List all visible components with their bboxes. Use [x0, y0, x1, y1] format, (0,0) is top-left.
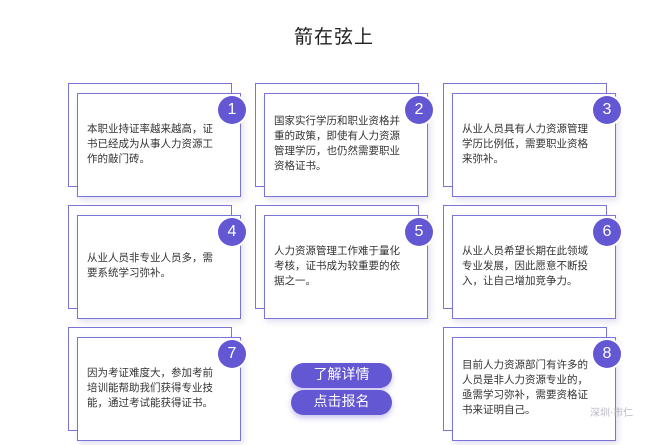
- card-text: 目前人力资源部门有许多的人员是非人力资源专业的，亟需学习弥补，需要资格证书来证明…: [462, 359, 588, 416]
- card-text: 从业人员具有人力资源管理学历比例低，需要职业资格来弥补。: [462, 122, 588, 165]
- watermark: 深圳·市仁: [590, 408, 634, 419]
- info-card-5: 人力资源管理工作难于量化考核，证书成为较重要的依据之一。 5: [255, 205, 433, 323]
- number-badge: 4: [218, 218, 246, 246]
- info-card-4: 从业人员非专业人员多，需要系统学习弥补。 4: [68, 205, 246, 323]
- signup-button[interactable]: 点击报名: [291, 390, 392, 415]
- info-card-2: 国家实行学历和职业资格并重的政策，即使有人力资源管理学历，也仍然需要职业资格证书…: [255, 83, 433, 201]
- number-badge: 6: [593, 218, 621, 246]
- card-text: 本职业持证率越来越高，证书已经成为从事人力资源工作的敲门砖。: [87, 122, 213, 165]
- info-card-7: 因为考证难度大，参加考前培训能帮助我们获得专业技能，通过考试能获得证书。 7: [68, 327, 246, 445]
- number-badge: 1: [218, 96, 246, 124]
- info-card-8: 目前人力资源部门有许多的人员是非人力资源专业的，亟需学习弥补，需要资格证书来证明…: [443, 327, 621, 445]
- info-card-6: 从业人员希望长期在此领域专业发展，因此愿意不断投入，让自己增加竞争力。 6: [443, 205, 621, 323]
- page-title: 箭在弦上: [293, 26, 374, 48]
- card-front-frame: [452, 93, 616, 197]
- number-badge: 8: [593, 340, 621, 368]
- card-front-frame: [77, 93, 241, 197]
- card-text: 从业人员非专业人员多，需要系统学习弥补。: [87, 252, 213, 279]
- number-badge: 3: [593, 96, 621, 124]
- card-front-frame: [264, 93, 428, 197]
- number-badge: 2: [405, 96, 433, 124]
- info-card-1: 本职业持证率越来越高，证书已经成为从事人力资源工作的敲门砖。 1: [68, 83, 246, 201]
- card-text: 国家实行学历和职业资格并重的政策，即使有人力资源管理学历，也仍然需要职业资格证书…: [274, 115, 400, 172]
- card-front-frame: [264, 215, 428, 319]
- card-text: 人力资源管理工作难于量化考核，证书成为较重要的依据之一。: [274, 244, 400, 287]
- number-badge: 5: [405, 218, 433, 246]
- details-button[interactable]: 了解详情: [291, 363, 392, 388]
- card-text: 因为考证难度大，参加考前培训能帮助我们获得专业技能，通过考试能获得证书。: [87, 366, 213, 409]
- number-badge: 7: [218, 340, 246, 368]
- card-front-frame: [452, 215, 616, 319]
- info-card-3: 从业人员具有人力资源管理学历比例低，需要职业资格来弥补。 3: [443, 83, 621, 201]
- card-text: 从业人员希望长期在此领域专业发展，因此愿意不断投入，让自己增加竞争力。: [462, 244, 588, 287]
- card-front-frame: [77, 215, 241, 319]
